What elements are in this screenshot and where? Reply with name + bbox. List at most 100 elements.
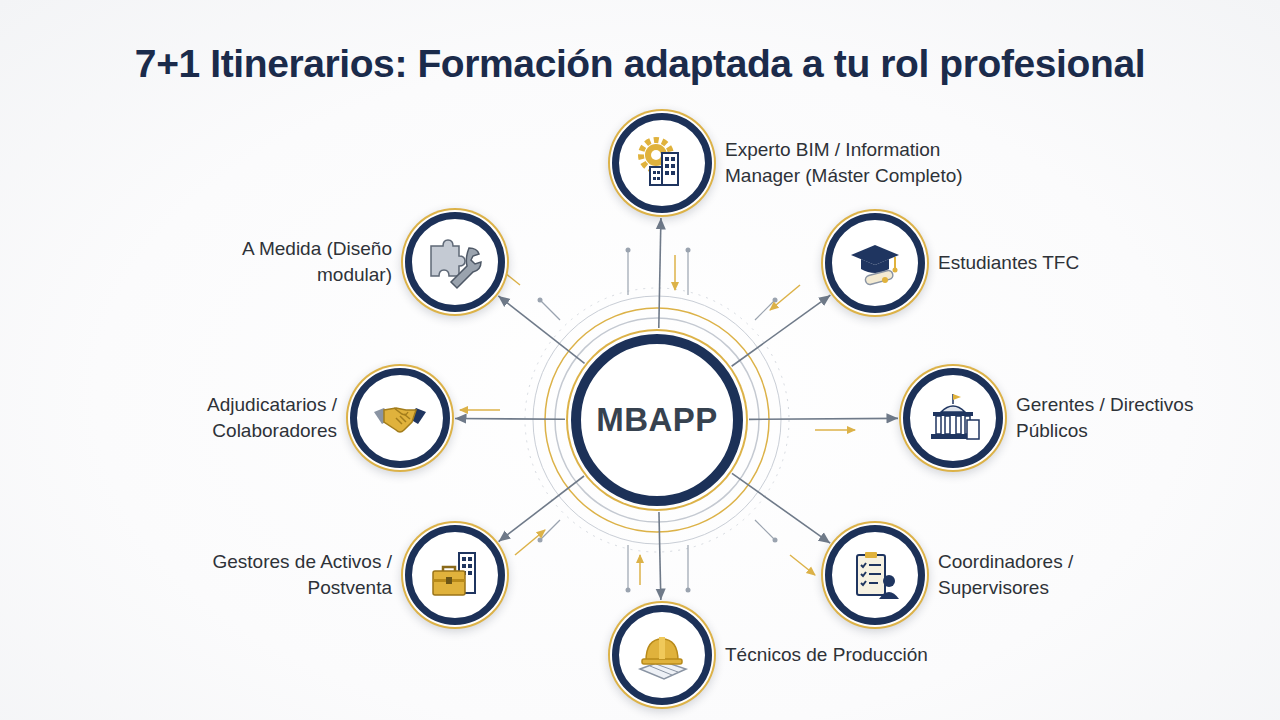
spoke-arrow <box>732 473 830 543</box>
shape-circle <box>538 298 543 303</box>
shape-path <box>755 300 775 320</box>
shape-rect <box>662 153 678 185</box>
shape-path <box>394 408 408 415</box>
role-circle: Coordinadores / Supervisores <box>825 525 925 625</box>
spoke-arrow <box>659 512 661 600</box>
role-label: Coordinadores / Supervisores <box>938 549 1098 601</box>
shape-g <box>650 664 678 675</box>
shape-circle <box>882 277 888 283</box>
shape-rect <box>468 564 472 568</box>
shape-path <box>953 394 961 400</box>
role-label: Experto BIM / Information Manager (Máste… <box>725 137 1005 189</box>
shape-g <box>394 408 410 424</box>
hub-circle: MBAPP <box>571 334 743 506</box>
shape-circle <box>883 575 895 587</box>
role-label: Gerentes / Directivos Públicos <box>1016 392 1201 444</box>
shape-rect <box>671 157 675 161</box>
role-circle: Estudiantes TFC <box>825 213 925 313</box>
shape-g <box>538 248 778 593</box>
shape-path <box>639 555 641 585</box>
shape-rect <box>653 171 656 174</box>
role-icon <box>425 232 485 292</box>
shape-path <box>627 545 628 590</box>
shape-rect <box>468 571 472 575</box>
role-circle: Técnicos de Producción <box>612 605 712 705</box>
role-label: A Medida (Diseño modular) <box>227 236 392 288</box>
shape-rect <box>665 157 669 161</box>
shape-path <box>770 285 800 310</box>
role-label: Técnicos de Producción <box>725 642 1005 668</box>
shape-path <box>861 563 866 567</box>
shape-rect <box>433 571 465 595</box>
role-circle: A Medida (Diseño modular) <box>405 212 505 312</box>
shape-circle <box>651 150 661 160</box>
role-circle: Gerentes / Directivos Públicos <box>903 368 1003 468</box>
shape-rect <box>446 577 452 584</box>
shape-path <box>687 250 688 295</box>
role-icon <box>845 233 905 293</box>
role-label: Adjudicatarios / Colaboradores <box>167 392 337 444</box>
shape-circle <box>626 248 631 253</box>
shape-rect <box>665 164 669 168</box>
shape-rect <box>857 555 885 595</box>
role-icon <box>632 625 692 685</box>
shape-path <box>861 572 866 576</box>
shape-g <box>653 157 675 180</box>
shape-path <box>674 255 676 290</box>
role-icon <box>632 133 692 193</box>
shape-path <box>941 406 965 412</box>
shape-path <box>540 300 560 320</box>
shape-rect <box>865 552 877 558</box>
shape-rect <box>468 557 472 561</box>
shape-rect <box>671 171 675 175</box>
shape-rect <box>462 564 466 568</box>
shape-g <box>861 563 881 585</box>
role-label: Gestores de Activos / Postventa <box>207 549 392 601</box>
shape-rect <box>642 659 682 664</box>
role-icon <box>370 388 430 448</box>
shape-path <box>451 248 481 288</box>
shape-path <box>650 666 672 675</box>
shape-path <box>687 545 688 590</box>
shape-rect <box>462 557 466 561</box>
spoke-arrow <box>749 418 898 419</box>
spoke-arrow <box>498 296 584 363</box>
shape-path <box>790 555 815 575</box>
shape-path <box>869 582 878 584</box>
shape-circle <box>773 538 778 543</box>
spoke-arrow <box>499 476 584 542</box>
spoke-arrow <box>455 418 565 420</box>
shape-circle <box>545 308 769 532</box>
shape-path <box>755 520 775 540</box>
shape-rect <box>956 416 961 434</box>
spoke-arrow <box>659 218 661 328</box>
shape-polygon <box>851 245 899 265</box>
shape-rect <box>659 637 665 659</box>
shape-path <box>396 418 402 424</box>
hub-label: MBAPP <box>596 401 718 439</box>
shape-path <box>869 564 881 566</box>
role-label: Estudiantes TFC <box>938 250 1168 276</box>
role-icon <box>425 545 485 605</box>
shape-path <box>894 257 896 269</box>
shape-g <box>936 416 970 434</box>
role-circle: Adjudicatarios / Colaboradores <box>350 368 450 468</box>
shape-path <box>384 408 416 432</box>
role-circle: Gestores de Activos / Postventa <box>405 525 505 625</box>
shape-circle <box>555 318 759 522</box>
shape-circle <box>525 288 789 552</box>
shape-g <box>540 250 775 590</box>
diagram-title: 7+1 Itinerarios: Formación adaptada a tu… <box>0 42 1280 86</box>
shape-path <box>540 520 560 540</box>
shape-circle <box>773 298 778 303</box>
shape-rect <box>665 171 669 175</box>
shape-path <box>815 429 855 431</box>
shape-g <box>460 255 855 585</box>
shape-path <box>656 664 678 672</box>
shape-path <box>460 409 500 411</box>
role-circle: Experto BIM / Information Manager (Máste… <box>612 113 712 213</box>
shape-circle <box>686 248 691 253</box>
shape-rect <box>967 420 979 439</box>
shape-path <box>400 416 406 422</box>
